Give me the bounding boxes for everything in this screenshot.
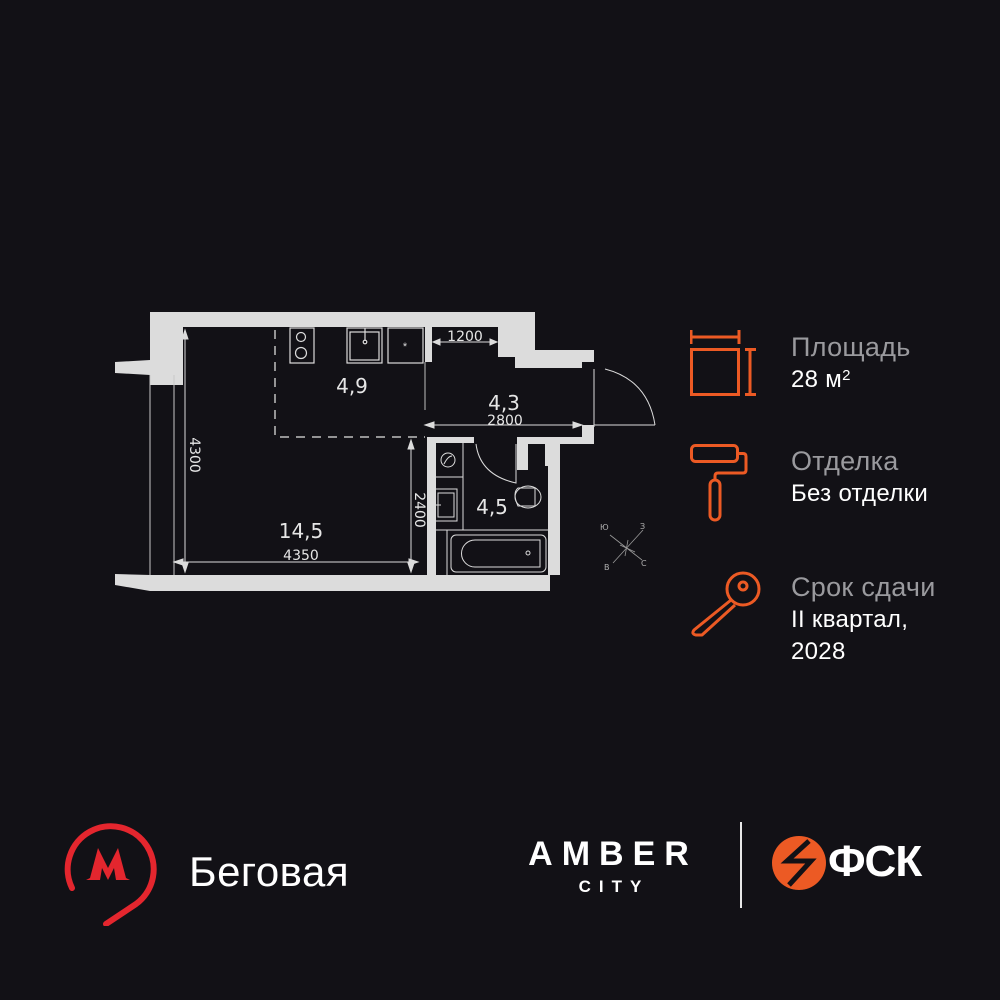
- room-area-kitchen: 4,9: [336, 374, 368, 398]
- key-icon: [691, 571, 761, 637]
- finish-value: Без отделки: [791, 480, 929, 507]
- room-area-bathroom: 4,5: [476, 495, 508, 519]
- dim-1200: 1200: [447, 329, 483, 345]
- stove-icon: [289, 327, 315, 364]
- walls: [115, 312, 594, 591]
- metro-m-icon: [86, 848, 130, 880]
- compass-icon: [609, 529, 644, 564]
- metro-station: Беговая: [189, 848, 350, 895]
- area-value: 28 м2: [791, 366, 851, 393]
- compass-n: С: [641, 559, 647, 568]
- kitchen-zone: [274, 330, 425, 438]
- delivery-value-line1: II квартал,: [791, 606, 909, 633]
- room-area-hallway: 4,3: [488, 391, 520, 415]
- fsk-logo-text: ФСК: [828, 837, 922, 886]
- fsk-logo-icon: [772, 836, 826, 890]
- dim-4350: 4350: [283, 548, 319, 564]
- paint-roller-icon: [690, 444, 748, 522]
- entrance-door: [593, 368, 656, 427]
- finish-label: Отделка: [791, 446, 899, 476]
- compass-e: В: [604, 563, 610, 572]
- room-area-living: 14,5: [279, 519, 324, 543]
- compass-s: Ю: [600, 523, 609, 532]
- svg-text:*: *: [403, 341, 408, 353]
- amber-logo-sub: CITY: [578, 877, 650, 896]
- washbasin-icon: [433, 488, 458, 522]
- bathtub-icon: [450, 534, 547, 573]
- amber-logo-title: AMBER: [528, 835, 698, 873]
- toilet-icon: [514, 485, 542, 509]
- area-label: Площадь: [791, 332, 911, 362]
- dimension-lines: [172, 328, 584, 574]
- balcony-lines: [149, 375, 175, 575]
- dim-2800: 2800: [487, 413, 523, 429]
- dim-4300: 4300: [186, 437, 202, 473]
- compass-w: З: [640, 522, 645, 531]
- delivery-value-line2: 2028: [791, 638, 846, 665]
- area-icon: [690, 330, 756, 396]
- washer-icon: [440, 452, 456, 468]
- fridge-icon: *: [387, 327, 424, 364]
- dim-2400: 2400: [411, 492, 427, 528]
- metro-pin-icon: [64, 823, 157, 926]
- sink-icon: [346, 327, 383, 364]
- logo-divider: [740, 822, 742, 908]
- amber-city-logo: AMBER CITY: [510, 836, 710, 898]
- delivery-label: Срок сдачи: [791, 572, 936, 602]
- bathroom-door: [475, 443, 517, 484]
